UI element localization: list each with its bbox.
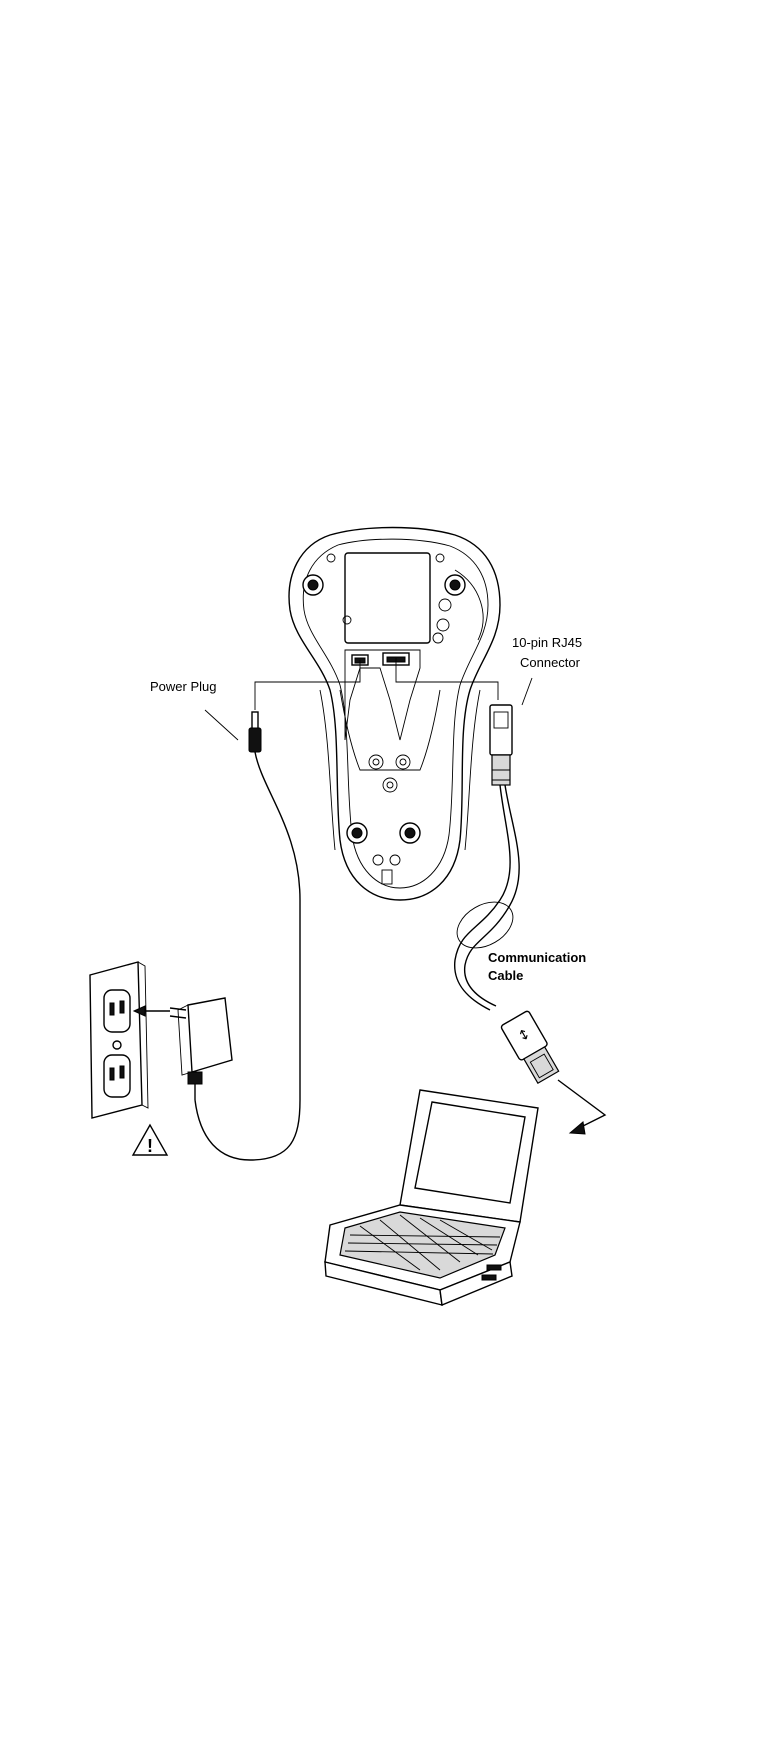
charging-cradle <box>289 528 500 901</box>
power-plug-label: Power Plug <box>150 679 216 694</box>
laptop-icon <box>325 1090 538 1305</box>
rj45-connector <box>490 705 512 785</box>
wall-outlet <box>90 962 170 1118</box>
rj45-connector-label-line2: Connector <box>520 655 581 670</box>
communication-cable-label-line1: Communication <box>488 950 586 965</box>
power-adapter <box>170 998 232 1100</box>
rj45-connector-label-line1: 10-pin RJ45 <box>512 635 582 650</box>
svg-text:!: ! <box>147 1136 153 1156</box>
communication-cable-label-line2: Cable <box>488 968 523 983</box>
warning-icon: ! <box>133 1125 167 1156</box>
power-plug <box>195 712 300 1160</box>
